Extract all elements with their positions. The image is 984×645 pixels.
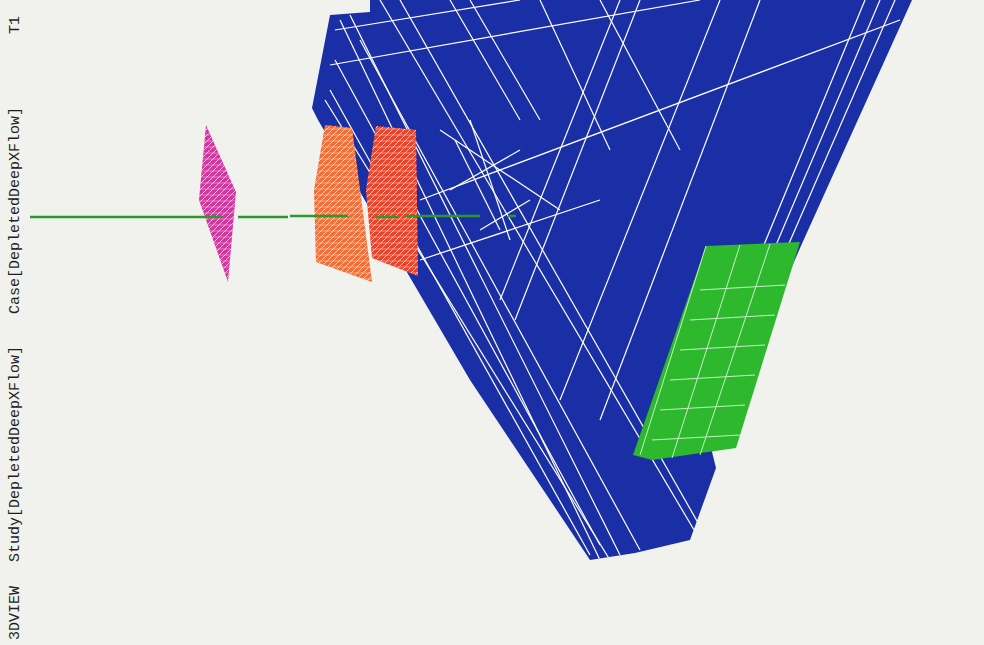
axis-line [30,216,516,217]
orange-panel [314,125,372,282]
green-block [633,242,800,460]
blue-slab [312,0,912,560]
green-block-lines [640,244,785,458]
header-text: Case[DepletedDeepXFlow] [7,107,25,314]
header-text: Study[DepletedDeepXFlow] [7,346,25,562]
red-panel [366,126,418,276]
magenta-plate [199,125,236,282]
mesh-lines [325,0,900,560]
header-text: 3DVIEW [7,586,25,640]
header-text: T1 [7,16,25,34]
